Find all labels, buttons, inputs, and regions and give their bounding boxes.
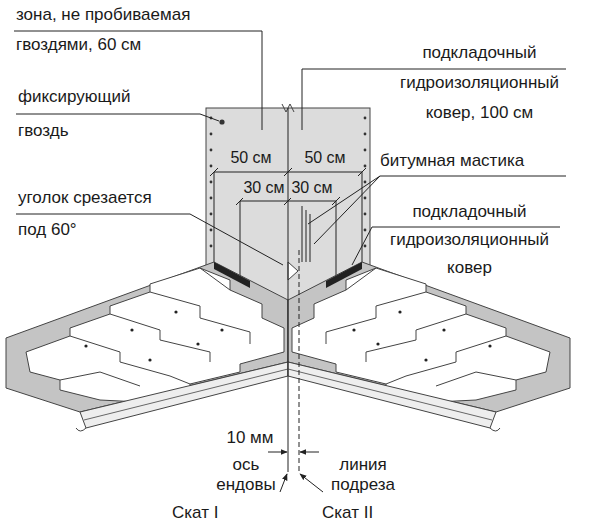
dimension-label: 50 см [302, 148, 347, 168]
dimension-label: 30 см [241, 178, 286, 198]
dimension-label: 30 см [289, 178, 334, 198]
callout-label: уголок срезается под 60° [18, 182, 178, 246]
callout-label: зона, не пробиваемая гвоздями, 60 см [16, 0, 231, 60]
slope-label: Скат II [322, 502, 373, 524]
dimension-label: 50 см [228, 148, 273, 168]
axis-label: линия подреза [318, 455, 408, 495]
callout-label: битумная мастика [380, 146, 566, 176]
callout-label: подкладочный гидроизоляционный ковер, 10… [392, 38, 567, 128]
axis-label: ось ендовы [214, 455, 278, 495]
callout-label: подкладочный гидроизоляционный ковер [372, 198, 567, 282]
slope-label: Скат I [172, 502, 218, 524]
callout-label: фиксирующий гвоздь [18, 80, 168, 148]
dimension-label: 10 мм [226, 428, 273, 448]
